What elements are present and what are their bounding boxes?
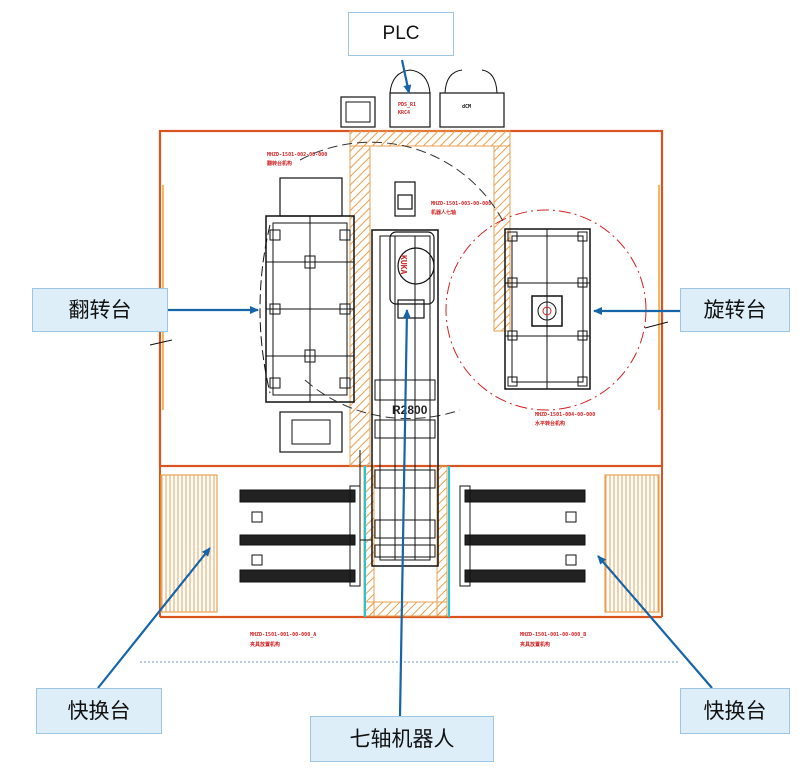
quick-change-rack-right [604, 474, 660, 613]
fixture-right-drawing [459, 485, 586, 587]
quick-change-rack-left [160, 474, 218, 613]
quick-change-right-callout: 快换台 [680, 688, 790, 734]
flip-code-label: MHZD-1501-002-00-000 [267, 152, 327, 158]
right-cabinet-label: dCM [462, 104, 471, 110]
fixture-right-code-label: MHZD-1501-001-00-000_B [520, 632, 586, 638]
rotary-name-label: 水平转台机构 [534, 420, 565, 427]
plc-cabinet-label-1: PDS_R1 [398, 102, 416, 108]
control-cabinets: PDS_R1 KRC4 dCM [340, 69, 505, 128]
rotary-table-drawing [445, 209, 647, 411]
robot-reach-arc [299, 141, 506, 226]
rotary-code-label: MHZD-1501-004-00-000 [535, 412, 595, 418]
guard-walls [349, 130, 511, 617]
quick-change-left-callout: 快换台 [36, 688, 162, 734]
fixture-left-name-label: 夹具放置机构 [250, 641, 280, 648]
robot-code-label: MHZD-1501-003-00-000 [431, 201, 491, 207]
plc-cabinet-label-2: KRC4 [398, 110, 410, 116]
fixture-left-code-label: MHZD-1501-001-00-000_A [250, 632, 316, 638]
robot-body [389, 181, 435, 319]
robot-brand-label: KUKA [399, 255, 408, 274]
fixture-right-name-label: 夹具放置机构 [520, 641, 550, 648]
flip-table-drawing [259, 177, 355, 453]
robot-arrow [398, 309, 411, 717]
flip-name-label: 翻转台机构 [267, 160, 292, 167]
robot-name-label: 机器人七轴 [430, 209, 456, 216]
callout-arrows [97, 59, 713, 717]
cell-frame [140, 129, 680, 663]
plc-callout: PLC [348, 12, 454, 56]
robot-reach-arc-lower [304, 379, 461, 420]
fixture-left-drawing [239, 485, 361, 587]
quick-change-right-arrow [597, 555, 713, 689]
flip-table-callout: 翻转台 [32, 288, 168, 332]
quick-change-left-arrow [97, 547, 211, 689]
rotary-table-callout: 旋转台 [680, 288, 790, 332]
seventh-axis-robot-callout: 七轴机器人 [310, 716, 494, 762]
radius-label: R2800 [392, 403, 428, 417]
plc-arrow [400, 59, 412, 94]
